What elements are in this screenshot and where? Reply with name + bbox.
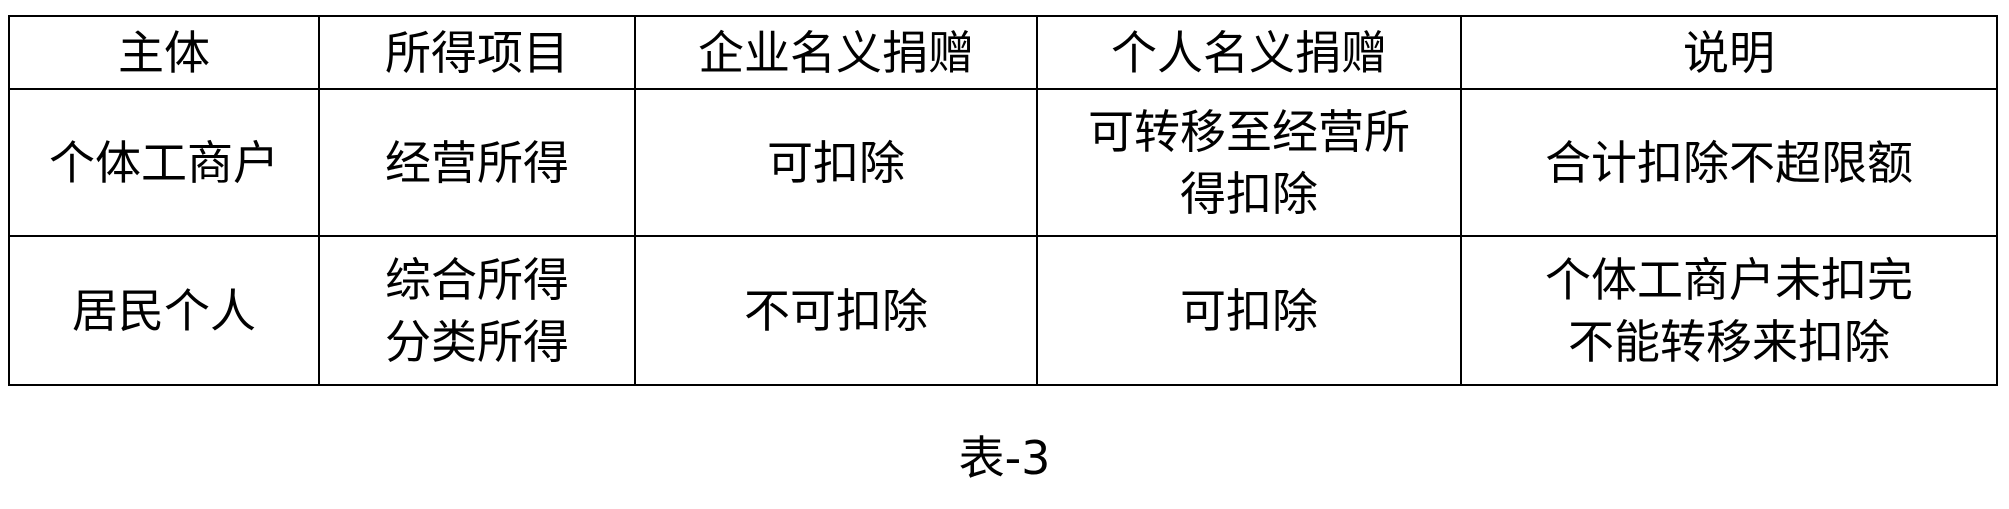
cell-text: 不能转移来扣除: [1568, 314, 1890, 369]
cell-text: 居民个人: [72, 283, 256, 338]
cell-subject: 个体工商户: [8, 88, 320, 237]
cell-note: 合计扣除不超限额: [1460, 88, 1998, 237]
cell-personal-donation: 可转移至经营所 得扣除: [1036, 88, 1462, 237]
table-row: 居民个人 综合所得 分类所得 不可扣除 可扣除 个体工商户未扣完 不能转移来扣除: [8, 235, 1998, 386]
cell-text: 个体工商户未扣完: [1545, 252, 1913, 307]
cell-text: 个体工商户: [49, 135, 279, 190]
cell-personal-donation: 可扣除: [1036, 235, 1462, 386]
table-header-row: 主体 所得项目 企业名义捐赠 个人名义捐赠 说明: [8, 15, 1998, 90]
cell-income-item: 经营所得: [318, 88, 636, 237]
cell-note: 个体工商户未扣完 不能转移来扣除: [1460, 235, 1998, 386]
cell-enterprise-donation: 可扣除: [634, 88, 1038, 237]
cell-text: 得扣除: [1180, 166, 1318, 221]
header-note: 说明: [1460, 15, 1998, 90]
header-subject: 主体: [8, 15, 320, 90]
cell-text: 综合所得: [385, 252, 569, 307]
cell-text: 可扣除: [1180, 283, 1318, 338]
cell-text: 可转移至经营所: [1088, 104, 1410, 159]
cell-text: 经营所得: [385, 135, 569, 190]
cell-text: 分类所得: [385, 314, 569, 369]
cell-text: 不可扣除: [744, 283, 928, 338]
header-income-item: 所得项目: [318, 15, 636, 90]
header-personal-donation: 个人名义捐赠: [1036, 15, 1462, 90]
table-caption: 表-3: [958, 431, 1051, 485]
table-row: 个体工商户 经营所得 可扣除 可转移至经营所 得扣除 合计扣除不超限额: [8, 88, 1998, 237]
cell-text: 合计扣除不超限额: [1545, 135, 1913, 190]
donation-deduction-table: 主体 所得项目 企业名义捐赠 个人名义捐赠 说明 个体工商户 经营所得 可扣除 …: [8, 15, 1998, 386]
cell-income-item: 综合所得 分类所得: [318, 235, 636, 386]
header-enterprise-donation: 企业名义捐赠: [634, 15, 1038, 90]
cell-text: 可扣除: [767, 135, 905, 190]
cell-enterprise-donation: 不可扣除: [634, 235, 1038, 386]
cell-subject: 居民个人: [8, 235, 320, 386]
